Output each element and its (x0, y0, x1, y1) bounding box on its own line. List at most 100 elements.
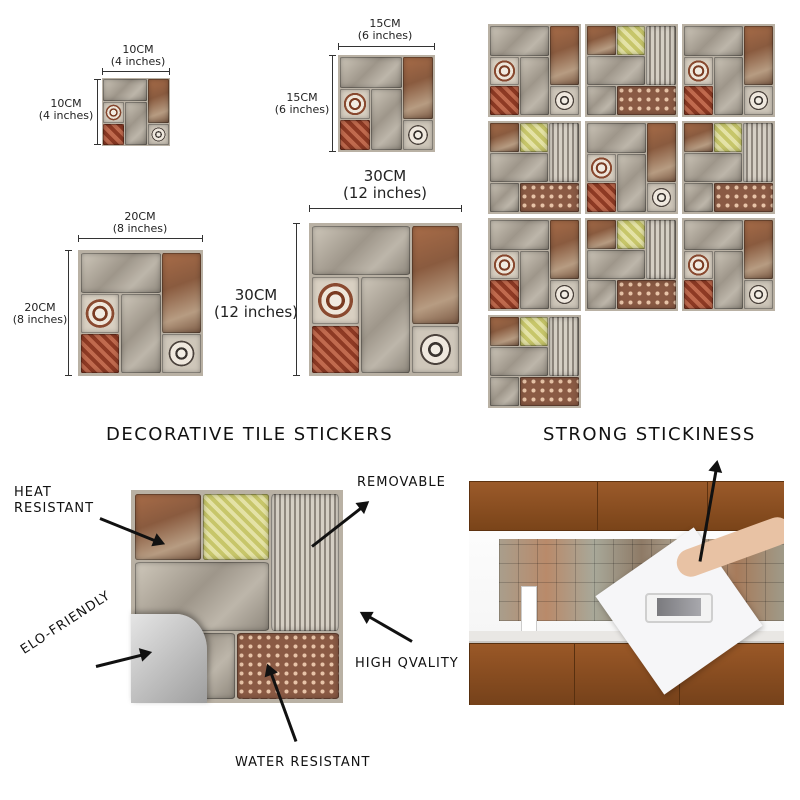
tile-dots (519, 377, 580, 407)
tile-floral-rust (586, 219, 616, 249)
tile-stone-mid (616, 153, 647, 213)
dim-20-height-line (65, 250, 72, 376)
tile-stripe (270, 494, 339, 631)
feature-water: WATER RESISTANT (235, 755, 371, 770)
feature-tile (131, 490, 343, 703)
tile-stone (586, 249, 646, 280)
headline-stickiness: STRONG STICKINESS (543, 424, 756, 445)
dim-30-width: 30CM (12 inches) (342, 167, 428, 202)
tile-rust-tall (744, 219, 774, 280)
tile-rust-tall (147, 79, 169, 123)
tile-red-weave (586, 183, 616, 213)
tile-ring (550, 280, 580, 310)
dim-10-height: 10CM (4 inches) (38, 97, 94, 122)
dim-10-width: 10CM (4 inches) (110, 43, 166, 68)
tile-rust-tall (402, 56, 434, 120)
dim-20-width-line (78, 235, 203, 242)
tile-floral-rust (489, 122, 519, 152)
tile-stone (683, 152, 743, 183)
dim-10-width-line (102, 68, 170, 75)
tile-rust-tall (550, 25, 580, 86)
tile-stone-small (586, 280, 616, 310)
tile-stone-top (586, 122, 647, 153)
tile-stripe (646, 219, 677, 280)
tile-stone-mid (370, 88, 402, 151)
tile-ring (402, 119, 434, 151)
paper-towel-roll (521, 586, 537, 633)
tile-floral (80, 294, 120, 334)
tile-floral (683, 250, 713, 280)
tile-sample-10cm (102, 78, 170, 146)
tile-stone-mid (361, 276, 410, 373)
tile-red-weave (683, 86, 713, 116)
tile-dots (519, 183, 580, 213)
dim-15-width-line (338, 43, 435, 50)
tile-green-weave (713, 122, 743, 152)
tile-stone-top (489, 25, 550, 56)
headline-decorative: DECORATIVE TILE STICKERS (106, 424, 394, 445)
tile-rust-tall (647, 122, 677, 183)
dim-20-height: 20CM (8 inches) (12, 301, 68, 326)
tile-sample-20cm (78, 250, 203, 376)
tile-pack-item (585, 24, 678, 117)
tile-floral (339, 88, 370, 119)
tile-red-weave (489, 280, 519, 310)
tile-stone-mid (713, 250, 744, 310)
dim-30-height-line (293, 223, 300, 376)
tile-rust-tall (744, 25, 774, 86)
tile-stone-mid (519, 56, 550, 116)
tile-floral (103, 101, 125, 123)
tile-floral (312, 276, 360, 324)
tile-stone-mid (519, 250, 550, 310)
tile-stone-top (80, 252, 161, 293)
tile-pack-item (585, 121, 678, 214)
dim-10-height-line (94, 79, 101, 145)
tile-pack-item (488, 218, 581, 311)
tile-green-weave (519, 122, 549, 152)
tile-stone (586, 55, 646, 86)
tile-green-weave (203, 494, 269, 561)
dim-20-width: 20CM (8 inches) (112, 210, 168, 235)
tile-floral (489, 250, 519, 280)
dim-15-width: 15CM (6 inches) (357, 17, 413, 42)
tile-pack-item (585, 218, 678, 311)
tile-stone-top (339, 56, 403, 88)
tile-green-weave (519, 316, 549, 346)
dim-30-height: 30CM (12 inches) (214, 286, 299, 321)
tile-stone-small (489, 183, 519, 213)
upper-cabinet-left (469, 481, 599, 531)
tile-stone-top (312, 226, 410, 275)
tile-stone-small (683, 183, 713, 213)
tile-sample-15cm (338, 55, 435, 152)
tile-stripe (549, 316, 580, 377)
feature-heat: HEAT RESISTANT (14, 485, 95, 516)
tile-dots (616, 86, 677, 116)
tile-red-weave (339, 119, 370, 151)
tile-red-weave (683, 280, 713, 310)
dim-30-width-line (309, 205, 462, 212)
tile-ring (161, 334, 201, 374)
tile-dots (237, 632, 339, 699)
kitchen-photo (469, 481, 784, 705)
tile-stripe (743, 122, 774, 183)
feature-removable: REMOVABLE (357, 475, 446, 490)
tile-stone-top (683, 219, 744, 250)
tile-ring (647, 183, 677, 213)
tile-ring (744, 280, 774, 310)
upper-cabinet-mid (597, 481, 709, 531)
tile-ring (744, 86, 774, 116)
tile-stone-top (489, 219, 550, 250)
tile-floral-rust (489, 316, 519, 346)
tile-floral-rust (683, 122, 713, 152)
tile-red-weave (312, 325, 360, 373)
phone-on-sheet (645, 593, 713, 623)
tile-pack-item (682, 24, 775, 117)
feature-eco: ELO-FRIENDLY (18, 588, 114, 658)
dim-15-height: 15CM (6 inches) (274, 91, 330, 116)
dim-15-height-line (329, 55, 336, 152)
drawer-left (469, 643, 576, 705)
tile-rust-tall (161, 252, 201, 334)
tile-sample-30cm (309, 223, 462, 376)
tile-dots (713, 183, 774, 213)
tile-stone-top (683, 25, 744, 56)
